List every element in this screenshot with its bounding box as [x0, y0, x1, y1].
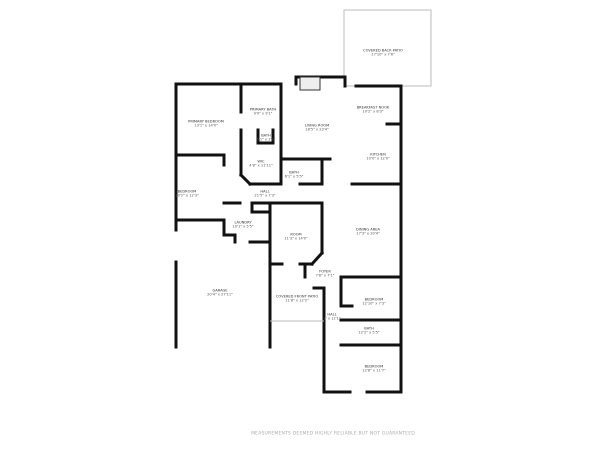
room-dimensions: 13'1" x 14'0": [194, 124, 218, 128]
room-name: FOYER: [319, 269, 331, 274]
room-dimensions: 10'1" x 5'5": [232, 225, 254, 229]
room-dimensions: 10'2" x 12'3": [175, 194, 199, 198]
room-name: KITCHEN: [370, 152, 386, 157]
room-name: PRIMARY BEDROOM: [188, 119, 224, 124]
room-dimensions: 12'8" x 11'7": [362, 369, 386, 373]
room-dimensions: 9'9" x 9'1": [253, 112, 273, 116]
room-name: WIC: [257, 159, 265, 164]
room-dimensions: 3' x 12'1": [323, 317, 341, 321]
fireplace: [299, 76, 321, 91]
room-name: BATH: [289, 170, 299, 175]
room-dimensions: 18'5" x 23'4": [305, 128, 329, 132]
room-dimensions: 10'0" x 12'0": [366, 157, 390, 161]
room-name: HALL: [260, 189, 270, 194]
room-dimensions: 6'1" x 5'5": [284, 175, 304, 179]
room-dimensions: 17'10" x 7'6": [371, 53, 395, 57]
room-dimensions: 17'3" x 20'4": [356, 232, 380, 236]
walls: [174, 75, 403, 394]
room-name: GARAGE: [212, 288, 228, 293]
room-dimensions: 12'10" x 7'3": [362, 302, 386, 306]
room-name: BEDROOM: [364, 364, 384, 369]
room-dimensions: 7'8" x 7'1": [315, 274, 335, 278]
disclaimer-footer: MEASUREMENTS DEEMED HIGHLY RELIABLE BUT …: [251, 431, 415, 437]
room-dimensions: 10'2" x 8'3": [362, 110, 384, 114]
room-name: HALL: [327, 312, 337, 317]
room-name: PRIMARY BATH: [249, 107, 277, 112]
room-name: DINING AREA: [356, 227, 380, 232]
room-dimensions: 12'2" x 5'5": [358, 331, 380, 335]
room-name: ROOM: [290, 232, 302, 237]
room-name: BATH: [364, 326, 374, 331]
room-name: LIVING ROOM: [304, 123, 330, 128]
room-name: COVERED BACK PATIO: [363, 48, 403, 53]
room-name: BEDROOM: [364, 297, 384, 302]
room-dimensions: 11'3" x 14'0": [284, 237, 308, 241]
room-dimensions: 21'5" x 7'3": [254, 194, 276, 198]
room-dimensions: 5'1" x 2'3": [256, 138, 276, 142]
room-name: COVERED FRONT PATIO: [275, 294, 319, 299]
room-name: LAUNDRY: [234, 220, 252, 225]
room-dimensions: 11'8" x 12'2": [285, 299, 309, 303]
room-name: BEDROOM: [177, 189, 197, 194]
room-dimensions: 4'8" x 11'11": [249, 164, 273, 168]
room-name: BATH: [261, 133, 271, 138]
room-name: BREAKFAST NOOK: [356, 105, 390, 110]
room-dimensions: 20'4" x 27'11": [207, 293, 233, 297]
